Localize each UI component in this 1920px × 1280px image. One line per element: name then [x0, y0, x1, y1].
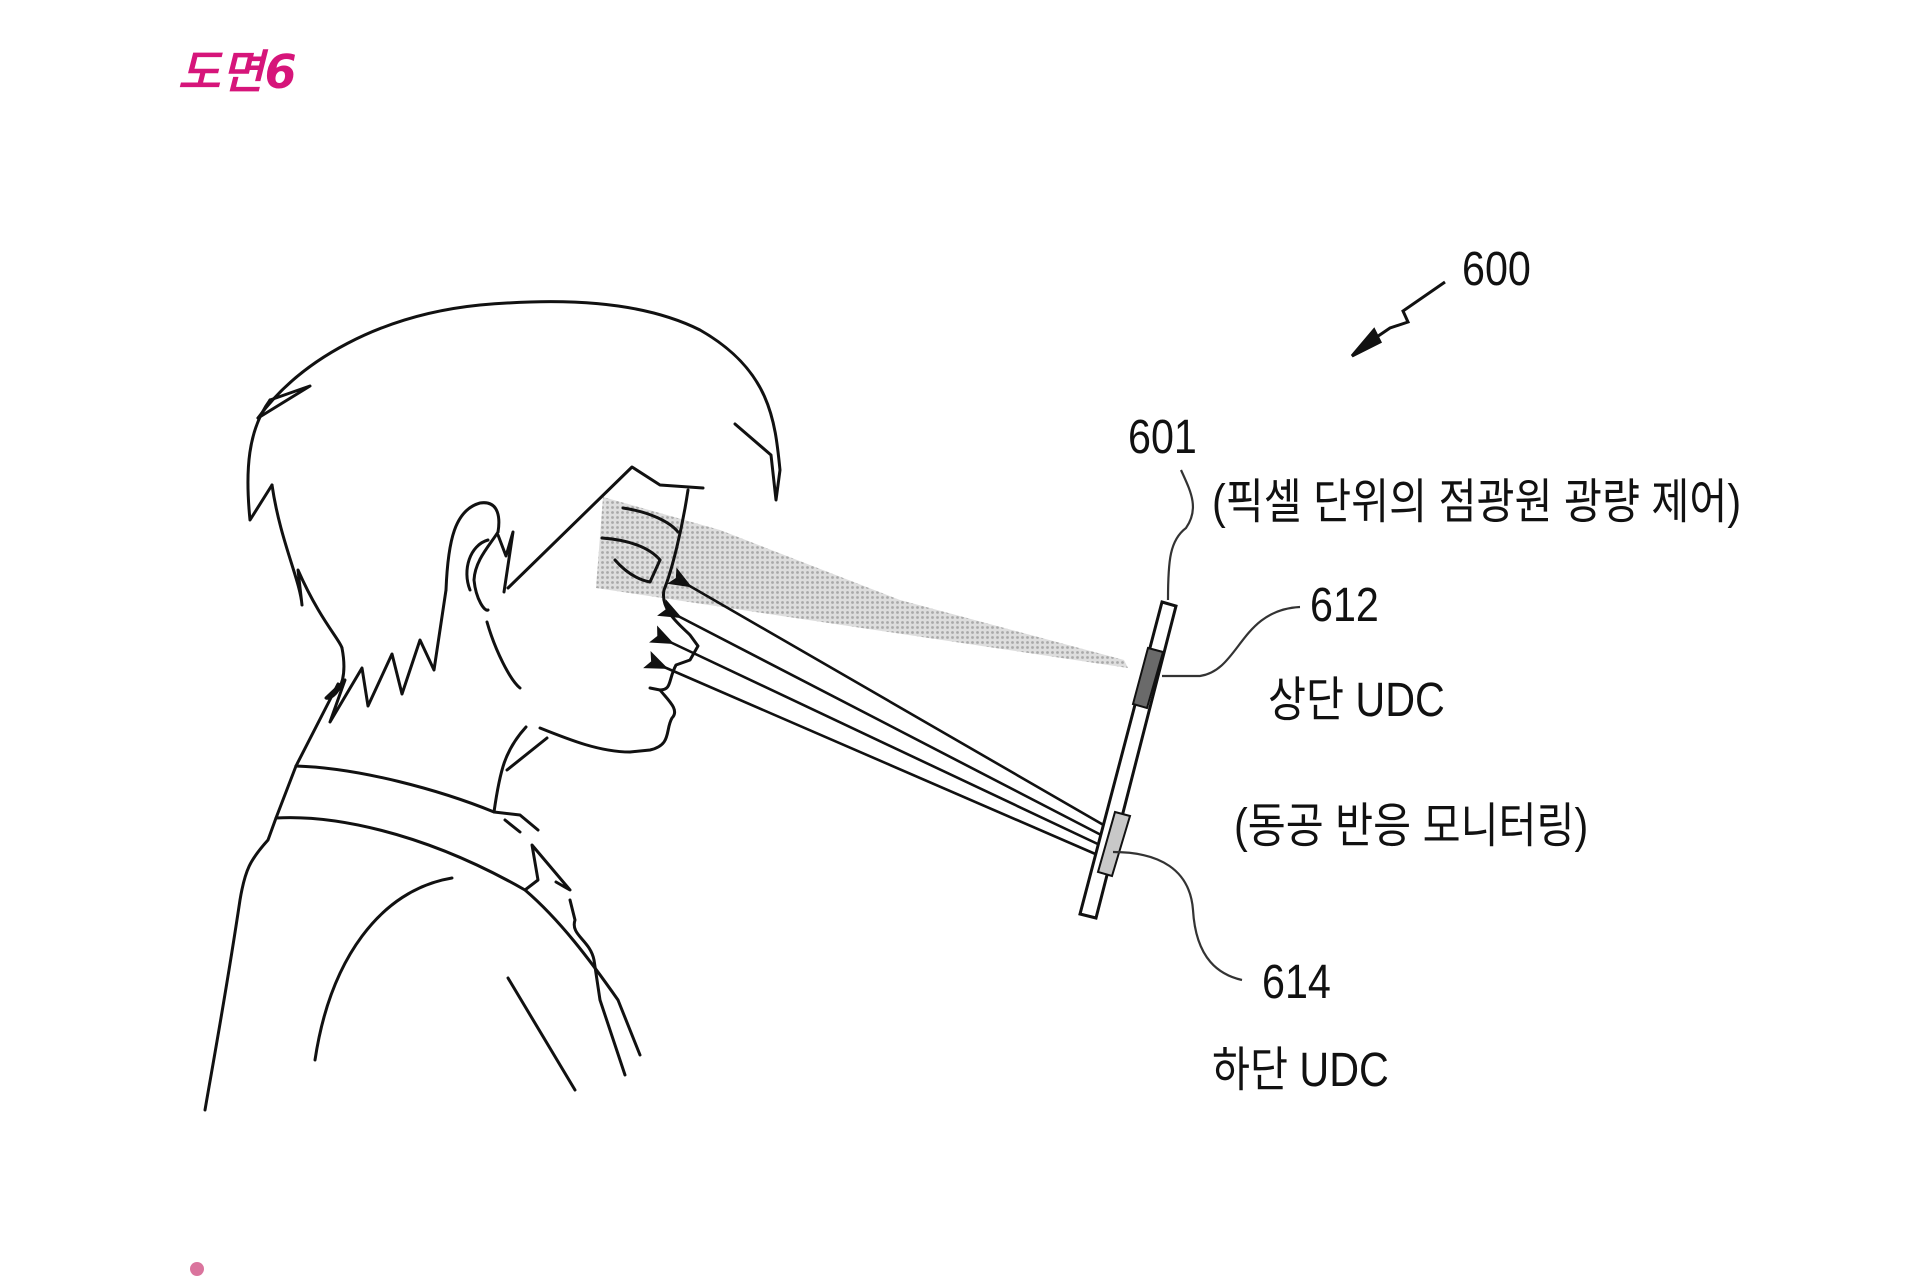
person-profile [203, 300, 782, 1112]
reference-number-600: 600 [1462, 243, 1531, 296]
leader-lines [1112, 469, 1301, 982]
label-614-number: 614 [1262, 956, 1331, 1009]
reference-arrow-600 [1350, 280, 1446, 358]
device-601 [1078, 600, 1178, 920]
light-cone [596, 497, 1128, 668]
figure-title: 도면6 [178, 45, 298, 99]
label-612-name: 상단 UDC [1268, 674, 1445, 727]
label-612-number: 612 [1310, 579, 1379, 632]
light-rays [643, 567, 1108, 858]
label-601-description: (픽셀 단위의 점광원 광량 제어) [1212, 476, 1742, 529]
lower-udc-614 [1096, 810, 1132, 878]
label-pupil-monitoring: (동공 반응 모니터링) [1234, 800, 1589, 853]
label-601-number: 601 [1128, 411, 1197, 464]
upper-udc-612 [1131, 646, 1165, 710]
label-614-name: 하단 UDC [1212, 1044, 1389, 1097]
next-figure-title-fragment [190, 1262, 204, 1276]
